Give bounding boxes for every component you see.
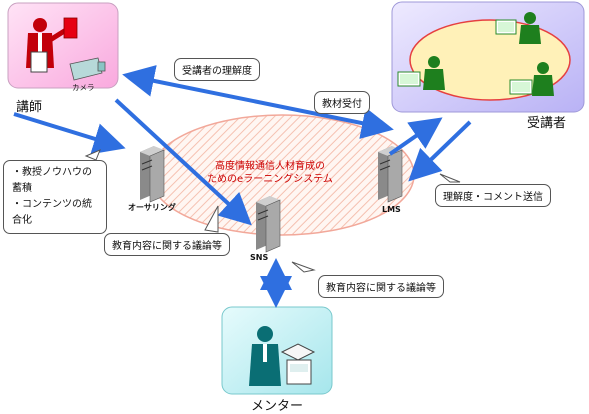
- callout-know-how: ・教授ノウハウの蓄積 ・コンテンツの統合化: [3, 160, 107, 234]
- callout-know-how-line2: ・コンテンツの統合化: [12, 199, 92, 226]
- student-figure-1-icon: [495, 12, 541, 44]
- mentor-label: メンター: [251, 399, 304, 414]
- arrow-students-lms: [408, 120, 472, 182]
- system-title: 高度情報通信人材育成の ためのeラーニングシステム: [195, 160, 345, 186]
- system-title-line1: 高度情報通信人材育成の: [215, 161, 325, 172]
- lms-server-icon: [378, 146, 403, 203]
- student-figure-2-icon: [397, 56, 445, 90]
- authoring-server-label: オーサリング: [128, 203, 176, 212]
- instructor-label: 講師: [16, 100, 43, 115]
- callout-discussion-bottom: 教育内容に関する議論等: [318, 275, 444, 298]
- lms-server-label: LMS: [382, 205, 401, 214]
- callout-understanding: 受講者の理解度: [174, 58, 260, 81]
- callout-discussion-left: 教育内容に関する議論等: [104, 233, 230, 256]
- callout-materials-received: 教材受付: [314, 91, 370, 114]
- arrow-lms-students: [388, 117, 443, 156]
- sns-server-icon: [256, 196, 281, 253]
- camera-icon: [69, 57, 106, 81]
- callout-know-how-line1: ・教授ノウハウの蓄積: [12, 167, 92, 194]
- student-figure-3-icon: [509, 62, 554, 96]
- callout-feedback: 理解度・コメント送信: [435, 184, 551, 207]
- arrow-instructor-authoring: [13, 112, 126, 155]
- system-title-line2: ためのeラーニングシステム: [207, 174, 333, 185]
- arrow-instructor-sns: [114, 98, 252, 226]
- instructor-box: [7, 2, 119, 89]
- arrow-instructor-lms: [122, 65, 394, 139]
- authoring-server-icon: [140, 146, 165, 203]
- mentor-figure-icon: [249, 326, 316, 386]
- students-label: 受講者: [527, 116, 567, 131]
- instructor-figure-icon: [26, 17, 78, 73]
- camera-label: カメラ: [72, 83, 95, 92]
- sns-server-label: SNS: [250, 253, 269, 262]
